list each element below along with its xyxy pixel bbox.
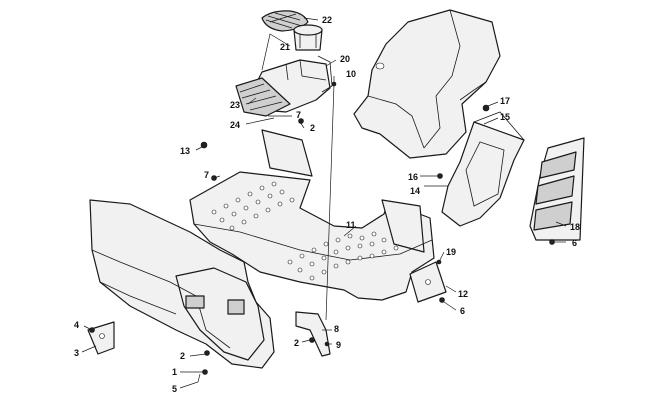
callout-13: 13 xyxy=(180,146,190,156)
callout-6-plate: 6 xyxy=(460,306,465,316)
callout-16: 16 xyxy=(408,172,418,182)
part-grille-cap xyxy=(261,10,309,32)
callout-24: 24 xyxy=(230,120,240,130)
callout-22: 22 xyxy=(322,15,332,25)
callout-labels: 22 21 20 10 23 7 24 2 13 7 17 15 16 14 1… xyxy=(74,15,580,394)
part-bracket-center xyxy=(295,311,331,357)
callout-23: 23 xyxy=(230,100,240,110)
callout-8: 8 xyxy=(334,324,339,334)
leader-lines xyxy=(81,17,567,389)
part-side-panel xyxy=(441,111,525,227)
callout-4: 4 xyxy=(74,320,79,330)
callout-1: 1 xyxy=(172,367,177,377)
callout-20: 20 xyxy=(340,54,350,64)
callout-18: 18 xyxy=(570,222,580,232)
part-bracket-left xyxy=(87,321,115,355)
callout-11: 11 xyxy=(346,220,356,230)
callout-7-floor: 7 xyxy=(204,170,209,180)
part-front-panel xyxy=(89,199,275,369)
callout-6-right: 6 xyxy=(572,238,577,248)
callout-2-lower: 2 xyxy=(180,351,185,361)
part-floor-pan xyxy=(189,129,435,301)
callout-7-upper: 7 xyxy=(296,110,301,120)
floor-holes xyxy=(211,181,399,281)
callout-21: 21 xyxy=(280,42,290,52)
callout-10: 10 xyxy=(346,69,356,79)
callout-2-upper: 2 xyxy=(310,123,315,133)
callout-14: 14 xyxy=(410,186,420,196)
callout-17: 17 xyxy=(500,96,510,106)
callout-19: 19 xyxy=(446,247,456,257)
callout-12: 12 xyxy=(458,289,468,299)
part-vent-panel xyxy=(529,137,585,241)
callout-3: 3 xyxy=(74,348,79,358)
part-cup xyxy=(293,24,323,51)
part-console xyxy=(235,55,333,117)
part-rear-cover xyxy=(353,9,501,159)
callout-15: 15 xyxy=(500,112,510,122)
callout-5: 5 xyxy=(172,384,177,394)
callout-2-bracket: 2 xyxy=(294,338,299,348)
part-plate xyxy=(409,261,447,303)
callout-9: 9 xyxy=(336,340,341,350)
